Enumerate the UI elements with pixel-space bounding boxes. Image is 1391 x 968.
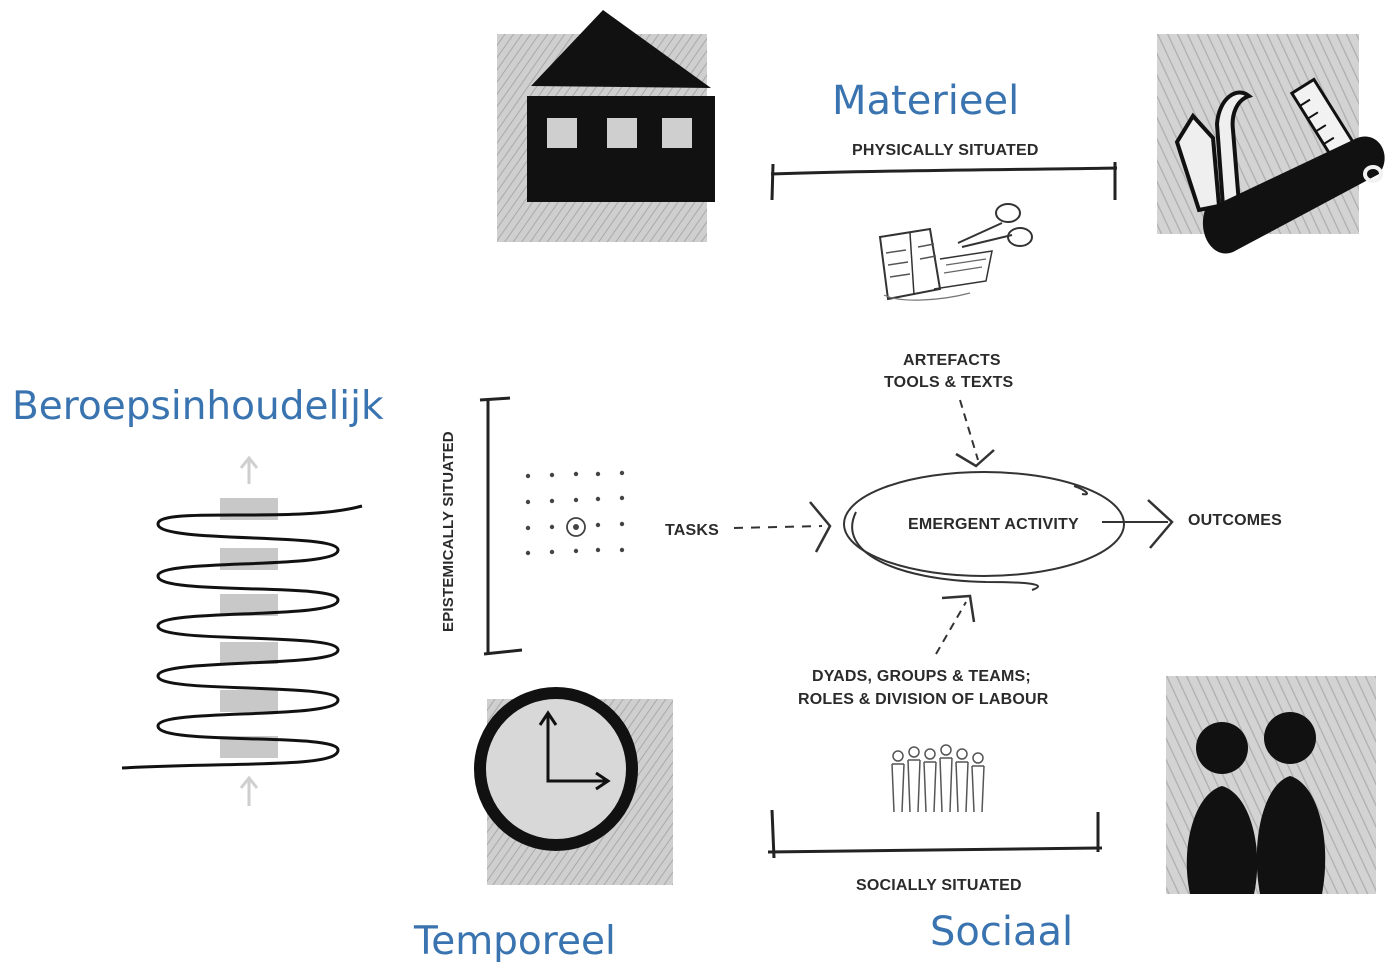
label-beroepsinhoudelijk: Beroepsinhoudelijk <box>12 384 384 429</box>
tasks-arrow <box>733 501 832 553</box>
emergent-activity-ellipse <box>843 471 1125 591</box>
socially-situated-caption: SOCIALLY SITUATED <box>856 877 1022 894</box>
physically-situated-caption: PHYSICALLY SITUATED <box>852 142 1039 159</box>
label-sociaal: Sociaal <box>930 909 1074 955</box>
spiral-sketch-icon <box>121 455 363 806</box>
house-icon <box>497 10 715 242</box>
outcomes-caption: OUTCOMES <box>1188 512 1283 529</box>
outcomes-arrow <box>1102 499 1174 549</box>
epistemically-situated-bracket <box>479 396 523 656</box>
crowd-sketch-icon <box>891 744 985 813</box>
tasks-caption: TASKS <box>665 522 720 539</box>
people-icon <box>1166 676 1376 894</box>
dyads-arrow <box>935 594 976 655</box>
socially-situated-bracket <box>767 809 1103 859</box>
label-temporeel: Temporeel <box>414 919 616 964</box>
emergent-activity-caption: EMERGENT ACTIVITY <box>908 516 1079 533</box>
epistemically-situated-caption: EPISTEMICALLY SITUATED <box>440 431 457 632</box>
physically-situated-bracket <box>770 162 1118 201</box>
pocket-knife-icon <box>1157 34 1385 254</box>
dyads-caption-line1: DYADS, GROUPS & TEAMS; <box>812 668 1031 685</box>
label-materieel: Materieel <box>832 78 1020 124</box>
dot-grid-icon <box>525 470 625 556</box>
artefacts-caption-line2: TOOLS & TEXTS <box>884 374 1014 391</box>
artefacts-sketch-icon <box>878 203 1033 301</box>
dyads-caption-line2: ROLES & DIVISION OF LABOUR <box>798 691 1049 708</box>
artefacts-arrow <box>955 399 995 468</box>
artefacts-caption-line1: ARTEFACTS <box>903 352 1001 369</box>
clock-icon <box>474 687 673 885</box>
